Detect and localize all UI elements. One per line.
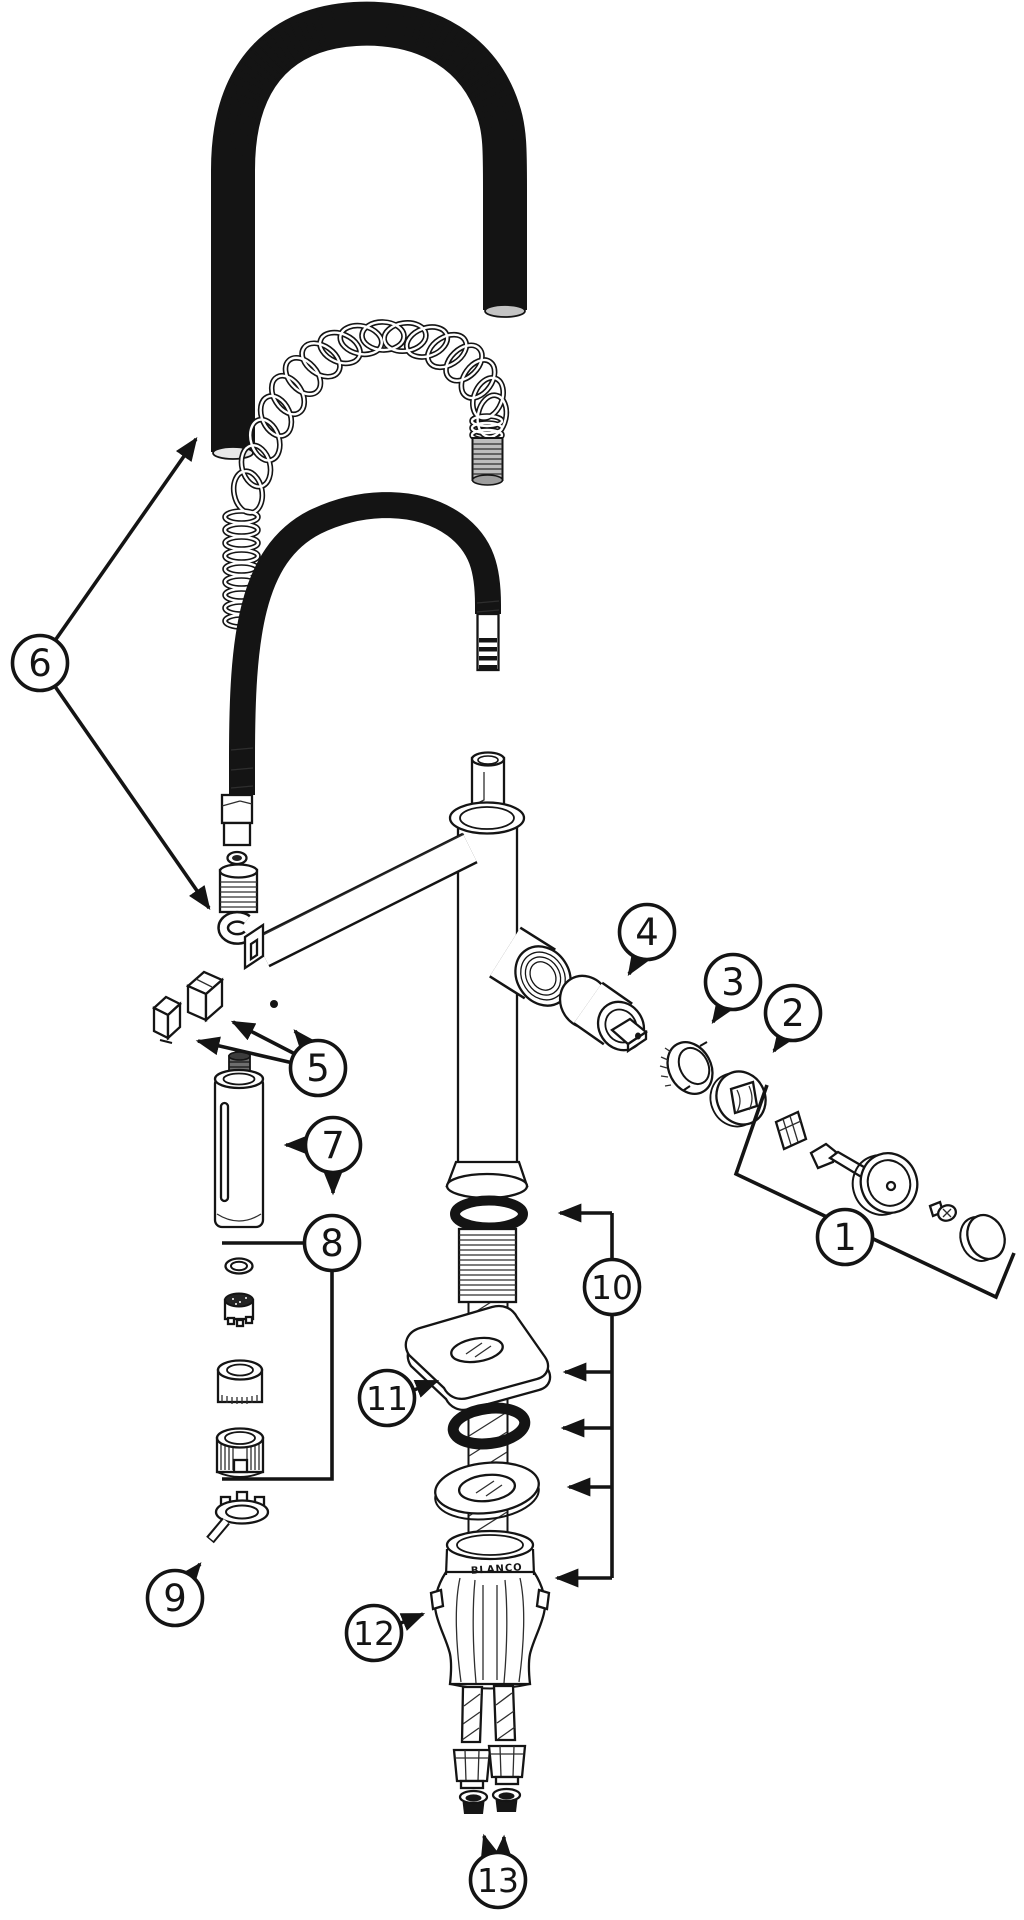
callout-10-label: 10 — [591, 1268, 633, 1307]
supply-hoses — [452, 1684, 527, 1790]
metal-washer — [434, 1461, 540, 1521]
arrow-5-to-cap-large — [230, 1020, 298, 1057]
threaded-shank — [457, 1227, 518, 1304]
callout-11: 11 — [357, 1368, 417, 1428]
handle-screw — [928, 1200, 957, 1222]
aerator-housing — [216, 1359, 264, 1404]
bracket-8 — [222, 1241, 334, 1481]
hose-connector — [217, 793, 259, 945]
callout-12: 12 — [344, 1603, 404, 1663]
triangle-bracket — [404, 1304, 552, 1411]
base-flange — [445, 1160, 529, 1200]
faucet-body — [243, 751, 572, 1200]
o-ring-lower — [447, 1402, 531, 1450]
arrow-6-to-connector — [52, 683, 211, 910]
spout-ribbed-tip — [476, 612, 500, 672]
callout-1-label: 1 — [833, 1216, 857, 1259]
brand-text: BLANCO — [471, 1562, 524, 1577]
arrow-3-to-nut — [711, 998, 733, 1024]
handle-assembly — [774, 1110, 1006, 1262]
callout-10: 10 — [582, 1257, 642, 1317]
cartridge-nut — [659, 1041, 714, 1095]
callout-8-label: 8 — [320, 1222, 344, 1265]
arrow-9-to-tool — [179, 1562, 202, 1587]
callout-9-label: 9 — [163, 1577, 187, 1620]
callout-11-label: 11 — [366, 1379, 408, 1418]
handle-lever — [809, 1142, 919, 1216]
cartridge-cap — [709, 1070, 767, 1128]
valve-port — [489, 926, 572, 1007]
aerator-core — [223, 1292, 255, 1328]
aerator-ring-nut — [215, 1427, 265, 1478]
gooseneck-spout — [229, 492, 501, 795]
arrow-6-to-spring-hose — [52, 437, 198, 644]
arrow-2-to-cap — [772, 1028, 794, 1053]
coiled-hose-end-fitting — [471, 437, 504, 486]
callout-5-label: 5 — [306, 1047, 330, 1090]
spray-head-housing — [213, 1051, 265, 1229]
callout-6: 6 — [10, 633, 70, 693]
callout-7: 7 — [303, 1115, 363, 1175]
callout-6-label: 6 — [28, 642, 52, 685]
arrow-12-to-nut — [399, 1612, 426, 1631]
callout-8: 8 — [302, 1213, 362, 1273]
set-pin — [270, 1000, 278, 1008]
callout-9: 9 — [145, 1568, 205, 1628]
coiled-hose — [225, 320, 510, 627]
handle-cover-cap — [959, 1213, 1006, 1262]
handle-adapter — [774, 1110, 808, 1151]
body-column — [456, 824, 519, 1168]
aerator-stack — [215, 1257, 265, 1478]
callout-4-label: 4 — [635, 911, 659, 954]
callout-12-label: 12 — [353, 1614, 395, 1653]
callout-1: 1 — [815, 1207, 875, 1267]
arrow-13-right — [493, 1834, 513, 1859]
callout-4: 4 — [617, 902, 677, 962]
callout-13-label: 13 — [477, 1861, 519, 1900]
arm-end-caps — [151, 970, 278, 1044]
arrow-13-left — [480, 1833, 500, 1860]
arrow-5-to-cap-small — [195, 1036, 294, 1065]
callout-2: 2 — [763, 983, 823, 1043]
mounting-nut: BLANCO — [429, 1529, 551, 1690]
callout-3: 3 — [703, 952, 763, 1012]
arrow-4-to-cartridge — [627, 950, 649, 977]
spring-hose — [211, 1, 527, 460]
callout-7-label: 7 — [321, 1124, 345, 1167]
callouts: 1 2 3 4 5 6 7 8 — [10, 633, 875, 1910]
o-ring-upper — [450, 1195, 528, 1233]
hose-fitting-left — [452, 1748, 492, 1790]
c-clip — [217, 910, 253, 945]
service-tool — [206, 1490, 270, 1544]
callout-3-label: 3 — [721, 961, 745, 1004]
callout-13: 13 — [468, 1850, 528, 1910]
spout-arm — [243, 832, 478, 971]
callout-5: 5 — [288, 1038, 348, 1098]
threaded-plug — [218, 863, 259, 914]
arrow-5-to-pin — [293, 1029, 316, 1054]
seal-washers — [458, 1787, 522, 1814]
hose-fitting-right — [487, 1744, 527, 1786]
arrow-11-to-triangle — [413, 1379, 440, 1398]
cartridge — [558, 974, 648, 1054]
callout-2-label: 2 — [781, 992, 805, 1035]
